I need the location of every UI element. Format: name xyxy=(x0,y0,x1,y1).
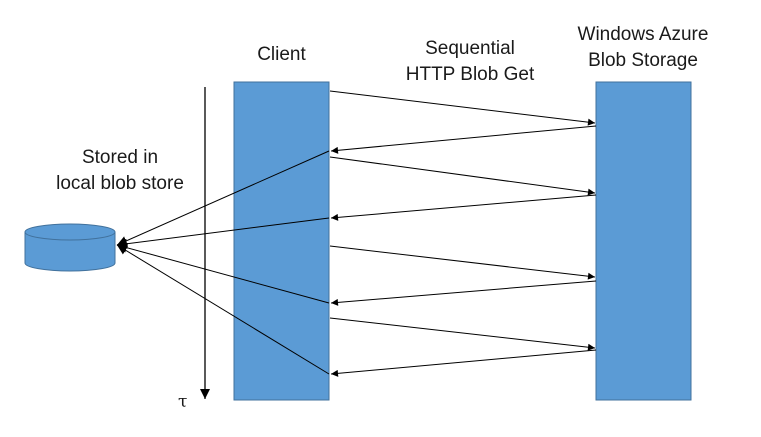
time-axis-label: τ xyxy=(178,392,188,412)
local-store-label: Stored in local blob store xyxy=(30,145,210,197)
storage-label-line-1: Windows Azure xyxy=(577,24,709,45)
client-lifeline xyxy=(233,81,330,401)
request-arrow xyxy=(329,245,596,280)
request-label: Sequential HTTP Blob Get xyxy=(380,36,560,88)
request-label-line-1: Sequential xyxy=(425,38,515,59)
store-arrow xyxy=(116,217,330,249)
request-arrow xyxy=(329,156,596,196)
response-arrow xyxy=(330,194,597,221)
local-blob-store-icon xyxy=(24,223,116,272)
client-label: Client xyxy=(257,44,306,65)
response-arrow xyxy=(330,280,597,306)
storage-lifeline xyxy=(595,81,692,401)
local-store-label-line-1: Stored in xyxy=(81,147,159,168)
store-arrow xyxy=(116,244,330,375)
local-store-label-line-2: local blob store xyxy=(56,173,184,194)
storage-label: Windows Azure Blob Storage xyxy=(553,22,733,74)
storage-label-line-2: Blob Storage xyxy=(588,50,698,71)
response-arrow xyxy=(330,349,597,377)
store-arrow xyxy=(116,150,330,246)
store-arrow xyxy=(116,242,330,304)
request-arrow xyxy=(329,90,596,126)
response-arrow xyxy=(330,125,597,154)
request-arrow xyxy=(329,317,596,351)
request-label-line-2: HTTP Blob Get xyxy=(405,64,535,85)
